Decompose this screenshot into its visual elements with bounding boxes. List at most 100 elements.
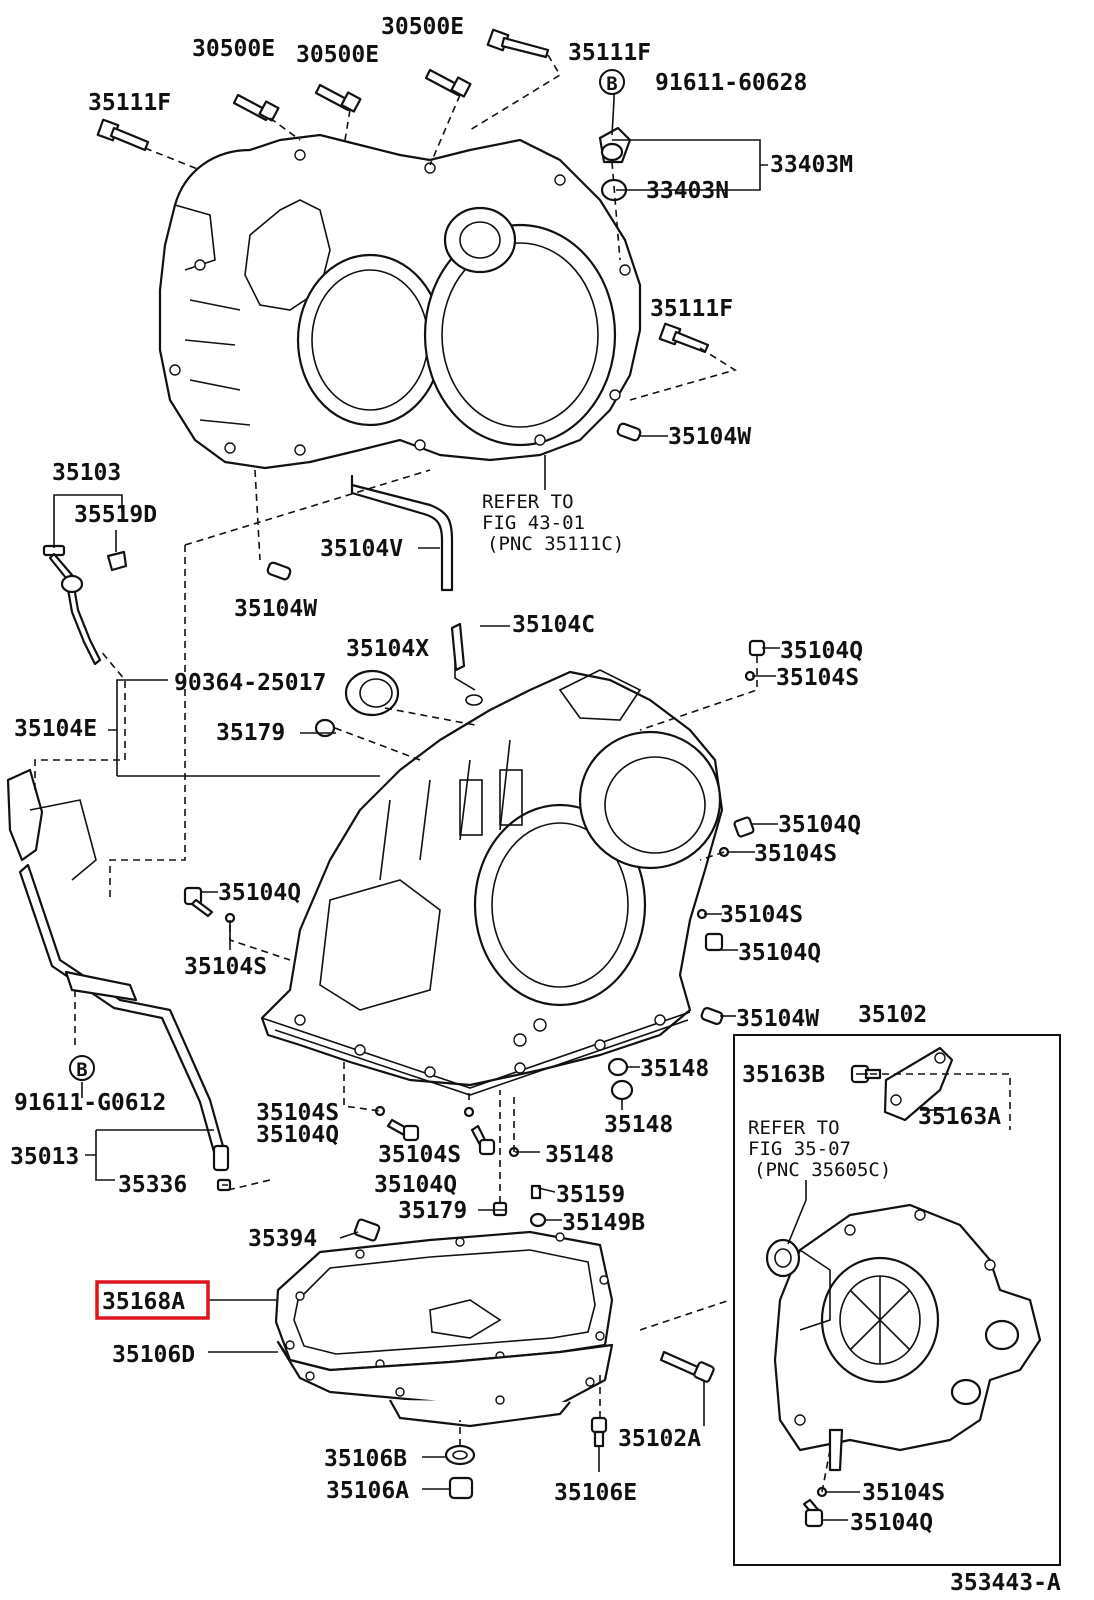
leader-lines: [53, 72, 948, 1521]
label-35104s-2: 35104S: [754, 841, 837, 867]
label-35163b: 35163B: [742, 1062, 825, 1088]
label-35103: 35103: [52, 460, 121, 486]
label-35336: 35336: [118, 1172, 187, 1198]
bushing-35605c[interactable]: [765, 1238, 801, 1278]
label-35104q-6: 35104Q: [374, 1172, 457, 1198]
refer-right-line2: FIG 35-07: [748, 1138, 851, 1160]
nut-35148-a[interactable]: [607, 1057, 629, 1077]
b-marker-bottom: B: [69, 1055, 95, 1081]
label-35104q-3: 35104Q: [218, 880, 301, 906]
nut-35148-b[interactable]: [610, 1079, 634, 1101]
label-35104s-1: 35104S: [776, 665, 859, 691]
bolt-35104q-5[interactable]: [386, 1118, 420, 1142]
pin-35104w-right[interactable]: [616, 422, 642, 442]
gasket-35106b[interactable]: [444, 1444, 476, 1466]
b-marker-top: B: [599, 69, 625, 95]
label-35104x: 35104X: [346, 636, 429, 662]
label-35106e: 35106E: [554, 1480, 637, 1506]
label-90364-25017: 90364-25017: [174, 670, 326, 696]
union-35104x[interactable]: [450, 622, 483, 706]
bolt-35104q-3[interactable]: [183, 886, 214, 918]
extension-housing-35102[interactable]: [773, 1203, 1042, 1472]
oil-strainer-35394[interactable]: [353, 1218, 381, 1242]
bolt-35102a[interactable]: [659, 1350, 715, 1383]
seal-90364-25017[interactable]: [344, 669, 400, 717]
oring-35179-a[interactable]: [314, 718, 336, 738]
bolt-30500e-b[interactable]: [314, 83, 362, 113]
gasket-35168a[interactable]: [274, 1230, 614, 1372]
label-35106d: 35106D: [112, 1342, 195, 1368]
bolt-35104q-6[interactable]: [470, 1124, 496, 1156]
label-35106b: 35106B: [324, 1446, 407, 1472]
label-35104w-3: 35104W: [736, 1006, 819, 1032]
label-35104w-right: 35104W: [668, 424, 751, 450]
oring-35179-b[interactable]: [492, 1201, 508, 1217]
label-35104q-5: 35104Q: [256, 1122, 339, 1148]
bolt-30500e-a[interactable]: [232, 93, 280, 122]
label-35104w-left: 35104W: [234, 596, 317, 622]
refer-right-line3: (PNC 35605C): [754, 1159, 891, 1181]
label-33403m: 33403M: [770, 152, 853, 178]
bolt-35104q-2[interactable]: [733, 816, 755, 838]
label-35104q-2: 35104Q: [778, 812, 861, 838]
label-30500e-a: 30500E: [192, 36, 275, 62]
washer-35149b[interactable]: [529, 1212, 547, 1228]
label-35394: 35394: [248, 1226, 317, 1252]
label-35104e: 35104E: [14, 716, 97, 742]
label-35104q-4: 35104Q: [738, 940, 821, 966]
bracket-35163a[interactable]: [883, 1046, 954, 1122]
label-35159: 35159: [556, 1182, 625, 1208]
pin-35104w-3[interactable]: [700, 1006, 724, 1026]
label-35104q-1: 35104Q: [780, 638, 863, 664]
dipstick-35103[interactable]: [42, 544, 102, 666]
assembly-box-35102: [733, 1034, 1061, 1566]
transaxle-housing[interactable]: [158, 133, 642, 470]
label-35519d: 35519D: [74, 502, 157, 528]
label-35111f-left: 35111F: [88, 90, 171, 116]
refer-right-line1: REFER TO: [748, 1117, 840, 1139]
tube-35104v[interactable]: [350, 474, 454, 592]
label-33403n: 33403N: [646, 178, 729, 204]
figure-id: 353443-A: [950, 1570, 1061, 1596]
label-35104s-7: 35104S: [862, 1480, 945, 1506]
label-35104c: 35104C: [512, 612, 595, 638]
bolt-30500e-c[interactable]: [424, 68, 472, 98]
pin-35104w-left[interactable]: [266, 561, 292, 581]
label-35104v: 35104V: [320, 536, 403, 562]
bolt-35106e[interactable]: [590, 1416, 608, 1448]
bolt-35104q-7[interactable]: [802, 1498, 824, 1528]
label-30500e-c: 30500E: [381, 14, 464, 40]
bolt-35111f-left[interactable]: [96, 118, 150, 152]
label-91611-60628: 91611-60628: [655, 70, 807, 96]
label-30500e-b: 30500E: [296, 42, 379, 68]
label-35148-b: 35148: [604, 1112, 673, 1138]
washer-35104s-6[interactable]: [463, 1106, 475, 1118]
label-91611-g0612: 91611-G0612: [14, 1090, 166, 1116]
drain-plug-35106a[interactable]: [448, 1476, 474, 1500]
clip-35519d[interactable]: [106, 550, 128, 572]
label-35106a: 35106A: [326, 1478, 409, 1504]
refer-top-line3: (PNC 35111C): [487, 533, 624, 555]
part-labels: 30500E 30500E 30500E 35111F 91611-60628 …: [10, 14, 1061, 1596]
label-35179-b: 35179: [398, 1198, 467, 1224]
label-35149b: 35149B: [562, 1210, 645, 1236]
oil-filler-tube-35013[interactable]: [6, 768, 232, 1192]
label-35104s-5: 35104S: [256, 1100, 339, 1126]
transaxle-case[interactable]: [260, 669, 724, 1096]
plug-33403m[interactable]: [598, 126, 632, 164]
highlight-box-35168a: [95, 1280, 210, 1320]
label-35104s-6: 35104S: [378, 1142, 461, 1168]
bolt-35104q-1[interactable]: [748, 639, 766, 657]
label-35104q-7: 35104Q: [850, 1510, 933, 1536]
bolt-35111f-top[interactable]: [486, 28, 550, 59]
label-35168a: 35168A: [102, 1289, 185, 1315]
label-35104s-4: 35104S: [720, 902, 803, 928]
bolt-35104q-4[interactable]: [704, 932, 724, 952]
svg-text:B: B: [606, 73, 617, 95]
label-35013: 35013: [10, 1144, 79, 1170]
fitting-35159[interactable]: [530, 1184, 542, 1200]
label-35148-a: 35148: [640, 1056, 709, 1082]
oil-pan-35106d[interactable]: [276, 1340, 614, 1428]
label-35111f-top: 35111F: [568, 40, 651, 66]
